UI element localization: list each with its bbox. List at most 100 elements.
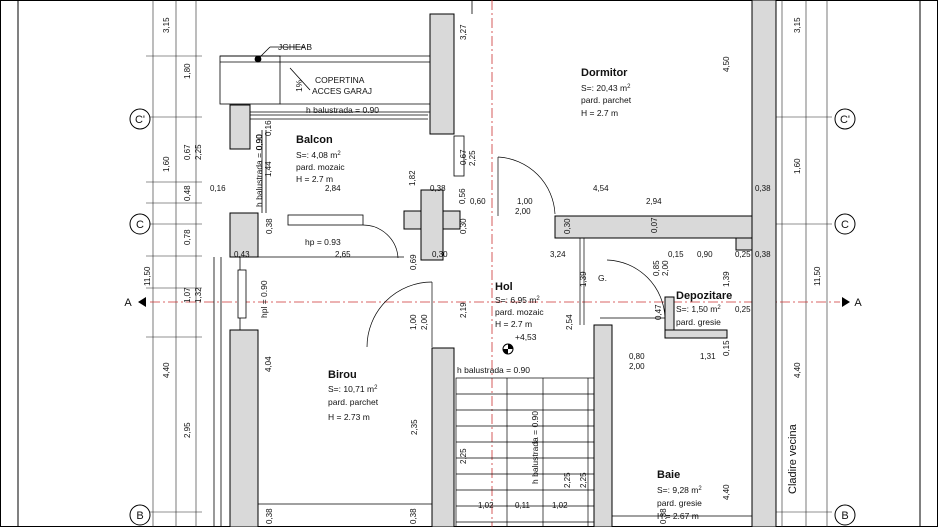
room-area: S=: 20,43 m2 xyxy=(581,83,631,93)
svg-text:2,00: 2,00 xyxy=(629,362,645,371)
windows xyxy=(237,135,465,319)
svg-text:2,95: 2,95 xyxy=(183,422,192,438)
svg-text:3,15: 3,15 xyxy=(162,17,171,33)
label-jgheab: JGHEAB xyxy=(278,42,312,52)
room-finish: pard. gresie xyxy=(676,317,721,327)
svg-text:1,60: 1,60 xyxy=(162,156,171,172)
dims-left: 3,15 1,80 2,25 0,67 1,60 0,48 0,78 11,50… xyxy=(143,17,203,438)
svg-text:2,25: 2,25 xyxy=(579,472,588,488)
room-area: S=: 10,71 m2 xyxy=(328,384,378,394)
svg-text:2,65: 2,65 xyxy=(335,250,351,259)
label-balustrada-top: h balustrada = 0.90 xyxy=(306,105,379,115)
svg-text:1,07: 1,07 xyxy=(183,287,192,303)
svg-text:1,32: 1,32 xyxy=(194,287,203,303)
room-height: H = 2.67 m xyxy=(657,511,699,521)
svg-text:2,00: 2,00 xyxy=(515,207,531,216)
dims-right: 3,15 1,60 11,50 4,40 xyxy=(793,17,822,378)
svg-text:0,80: 0,80 xyxy=(629,352,645,361)
room-dormitor: Dormitor S=: 20,43 m2 pard. parchet H = … xyxy=(581,67,632,118)
svg-text:0,67: 0,67 xyxy=(459,149,468,165)
svg-text:0,30: 0,30 xyxy=(563,218,572,234)
room-name: Hol xyxy=(495,281,513,293)
svg-text:1,82: 1,82 xyxy=(408,170,417,186)
svg-text:0,11: 0,11 xyxy=(515,501,531,510)
axis-lines xyxy=(150,0,840,527)
svg-text:0,16: 0,16 xyxy=(210,184,226,193)
label-balustrada-side: h balustrada = 0.90 xyxy=(254,134,264,207)
label-hpl: hpl = 0.90 xyxy=(259,280,269,318)
svg-text:0,25: 0,25 xyxy=(735,305,751,314)
svg-text:0,15: 0,15 xyxy=(668,250,684,259)
axis-a-left: A xyxy=(124,297,132,309)
svg-text:11,50: 11,50 xyxy=(143,266,152,286)
walls xyxy=(229,0,777,527)
svg-text:4,40: 4,40 xyxy=(722,484,731,500)
svg-text:2,35: 2,35 xyxy=(410,419,419,435)
label-balustrada-stair: h balustrada = 0.90 xyxy=(530,411,540,484)
svg-text:0,30: 0,30 xyxy=(432,250,448,259)
axis-arrow-right-icon xyxy=(842,297,850,307)
room-level: +4,53 xyxy=(515,332,537,342)
svg-text:0,15: 0,15 xyxy=(722,340,731,356)
axis-bubbles xyxy=(129,108,856,526)
room-name: Balcon xyxy=(296,134,333,146)
svg-text:0,90: 0,90 xyxy=(255,134,264,150)
svg-text:4,40: 4,40 xyxy=(162,362,171,378)
svg-text:2,00: 2,00 xyxy=(661,260,670,276)
room-finish: pard. parchet xyxy=(581,95,632,105)
room-finish: pard. mozaic xyxy=(296,162,345,172)
svg-text:1,31: 1,31 xyxy=(700,352,716,361)
axis-arrow-left-icon xyxy=(138,297,146,307)
svg-text:1,60: 1,60 xyxy=(793,158,802,174)
svg-text:3,27: 3,27 xyxy=(459,24,468,40)
svg-text:1,80: 1,80 xyxy=(183,63,192,79)
door-swings xyxy=(362,156,666,348)
room-height: H = 2.73 m xyxy=(328,412,370,422)
room-height: H = 2.7 m xyxy=(581,108,618,118)
svg-text:2,84: 2,84 xyxy=(325,184,341,193)
room-name: Birou xyxy=(328,369,357,381)
label-slope: 1% xyxy=(294,79,304,92)
axis-a-right: A xyxy=(854,297,862,309)
room-birou: Birou S=: 10,71 m2 pard. parchet H = 2.7… xyxy=(328,369,379,422)
axis-c-prime-left: C' xyxy=(135,114,145,126)
copertina-canopy xyxy=(219,46,430,105)
svg-text:1,02: 1,02 xyxy=(552,501,568,510)
svg-text:1,39: 1,39 xyxy=(579,271,588,287)
svg-text:0,85: 0,85 xyxy=(652,260,661,276)
room-hol: Hol S=: 6,95 m2 pard. mozaic H = 2.7 m +… xyxy=(495,281,544,342)
svg-text:1,02: 1,02 xyxy=(478,501,494,510)
svg-text:2,00: 2,00 xyxy=(420,314,429,330)
room-area: S=: 9,28 m2 xyxy=(657,485,702,495)
svg-text:2,94: 2,94 xyxy=(646,197,662,206)
svg-text:0,56: 0,56 xyxy=(458,188,467,204)
svg-text:0,78: 0,78 xyxy=(183,229,192,245)
svg-text:4,04: 4,04 xyxy=(264,356,273,372)
railings xyxy=(250,114,428,213)
axis-c-left: C xyxy=(136,219,144,231)
wall-outlines xyxy=(213,0,752,527)
room-balcon: Balcon S=: 4,08 m2 pard. mozaic H = 2.7 … xyxy=(296,134,345,184)
staircase xyxy=(455,377,595,527)
svg-text:0,67: 0,67 xyxy=(183,144,192,160)
svg-text:4,40: 4,40 xyxy=(793,362,802,378)
room-finish: pard. mozaic xyxy=(495,307,544,317)
room-area: S=: 4,08 m2 xyxy=(296,150,341,160)
svg-text:0,38: 0,38 xyxy=(755,184,771,193)
label-copertina: COPERTINA xyxy=(315,75,365,85)
label-balustrada-hol: h balustrada = 0.90 xyxy=(457,365,530,375)
room-height: H = 2.7 m xyxy=(495,319,532,329)
svg-text:2,25: 2,25 xyxy=(563,472,572,488)
svg-text:0,47: 0,47 xyxy=(654,304,663,320)
room-baie: Baie S=: 9,28 m2 pard. gresie H = 2.67 m xyxy=(657,469,702,521)
svg-text:2,25: 2,25 xyxy=(194,144,203,160)
svg-text:0,69: 0,69 xyxy=(409,254,418,270)
svg-text:0,38: 0,38 xyxy=(430,184,446,193)
room-depozitare: Depozitare S=: 1,50 m2 pard. gresie xyxy=(676,290,732,327)
svg-text:0,38: 0,38 xyxy=(659,508,668,524)
svg-text:1,44: 1,44 xyxy=(264,161,273,177)
room-height: H = 2.7 m xyxy=(296,174,333,184)
svg-text:11,50: 11,50 xyxy=(813,266,822,286)
svg-text:0,43: 0,43 xyxy=(234,250,250,259)
